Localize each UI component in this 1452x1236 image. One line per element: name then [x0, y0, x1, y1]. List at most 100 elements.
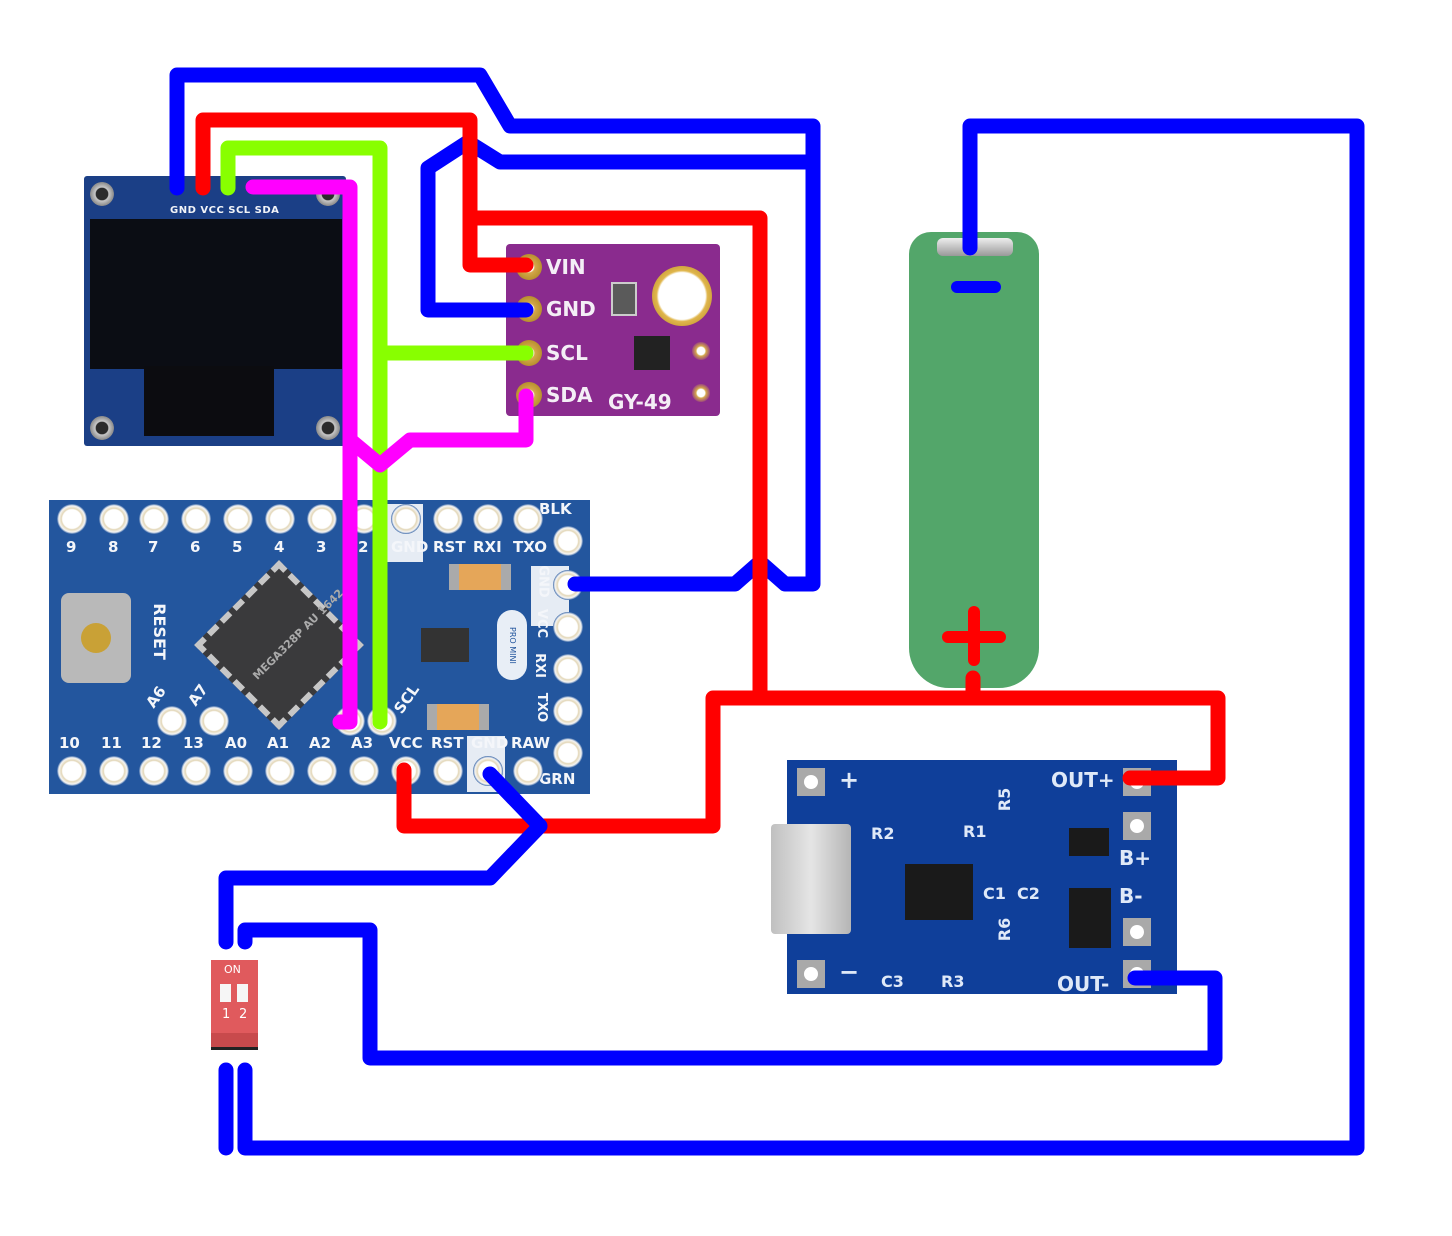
mosfet-ic [1069, 888, 1111, 948]
dip-toggle-1[interactable] [220, 984, 231, 1002]
pin-bottom-rst [433, 756, 463, 786]
pin-label-bottom-a2: A2 [309, 734, 332, 752]
pin-label-top-8: 8 [108, 538, 119, 556]
pin-top-5 [223, 504, 253, 534]
pin-label-top-rxi: RXI [473, 538, 502, 556]
dip-power-switch[interactable]: ON 1 2 [211, 960, 258, 1050]
pin-bottom-vcc [391, 756, 421, 786]
label-c3: C3 [881, 972, 904, 991]
pin-label-top-4: 4 [274, 538, 285, 556]
pin-label-top-gnd: GND [391, 538, 429, 556]
pin-top-2 [349, 504, 379, 534]
gy49-label-scl: SCL [546, 341, 588, 365]
mount-hole [90, 416, 114, 440]
label-in-plus: + [839, 766, 860, 794]
pin-label-top-7: 7 [148, 538, 159, 556]
via-pad [692, 384, 710, 402]
pin-label-bottom-10: 10 [59, 734, 80, 752]
gy49-pin-sda [516, 382, 542, 408]
pad-b-minus [1123, 918, 1151, 946]
pin-bottom-11 [99, 756, 129, 786]
protection-ic [1069, 828, 1109, 856]
pin-right-blk [553, 526, 583, 556]
tantalum-capacitor [427, 704, 489, 730]
pin-a6 [157, 706, 187, 736]
pin-right-txo [553, 696, 583, 726]
pin-a4-sda [335, 706, 365, 736]
pin-label-bottom-a1: A1 [267, 734, 290, 752]
gy49-label-gnd: GND [546, 297, 596, 321]
label-blk: BLK [539, 500, 572, 518]
label-a7: A7 [184, 680, 212, 710]
dip-toggle-2[interactable] [237, 984, 248, 1002]
voltage-regulator [421, 628, 469, 662]
pin-label-bottom-a0: A0 [225, 734, 248, 752]
reset-button-cap [81, 623, 111, 653]
pin-bottom-a3 [349, 756, 379, 786]
dip-on-label: ON [224, 963, 241, 976]
capacitor [611, 282, 637, 316]
pin-label-right-txo: TXO [534, 692, 550, 723]
pin-bottom-raw [513, 756, 543, 786]
pin-top-4 [265, 504, 295, 534]
pad-out-plus [1123, 768, 1151, 796]
pin-label-top-3: 3 [316, 538, 327, 556]
dip-base [211, 1033, 258, 1050]
sensor-chip [634, 336, 670, 370]
pin-top-rst [433, 504, 463, 534]
label-r3: R3 [941, 972, 965, 991]
pin-top-9 [57, 504, 87, 534]
gy49-label-sda: SDA [546, 383, 593, 407]
label-in-minus: − [839, 958, 860, 986]
label-c1: C1 [983, 884, 1006, 903]
pad-b-plus [1123, 812, 1151, 840]
pin-top-rxi [473, 504, 503, 534]
label-out-minus: OUT- [1057, 972, 1110, 996]
pin-right-rxi [553, 654, 583, 684]
via-pad [692, 342, 710, 360]
label-r1: R1 [963, 822, 987, 841]
pin-top-gnd [391, 504, 421, 534]
pin-a7 [199, 706, 229, 736]
label-r2: R2 [871, 824, 895, 843]
mount-hole [90, 182, 114, 206]
pin-label-top-txo: TXO [513, 538, 548, 556]
label-scl: SCL [390, 680, 424, 718]
pin-label-top-2: 2 [358, 538, 369, 556]
pin-label-bottom-11: 11 [101, 734, 122, 752]
pin-bottom-10 [57, 756, 87, 786]
tantalum-capacitor [449, 564, 511, 590]
pad-in-minus [797, 960, 825, 988]
pad-in-plus [797, 768, 825, 796]
reset-label: RESET [149, 603, 169, 660]
oled-pin-labels: GND VCC SCL SDA [170, 205, 280, 216]
pin-bottom-12 [139, 756, 169, 786]
pin-label-top-rst: RST [433, 538, 466, 556]
label-b-minus: B- [1119, 884, 1143, 908]
pro-mini-badge: PRO MINI [497, 610, 527, 680]
oled-screen [90, 219, 342, 369]
pin-label-right-vcc: VCC [534, 608, 550, 639]
pin-label-right-gnd: GND [535, 565, 551, 598]
dip-label-2: 2 [239, 1007, 248, 1022]
pin-label-bottom-rst: RST [431, 734, 464, 752]
pin-bottom-gnd [473, 756, 503, 786]
label-c2: C2 [1017, 884, 1040, 903]
gy49-pin-vin [516, 254, 542, 280]
oled-display: GND VCC SCL SDA [84, 176, 346, 446]
micro-usb-port [771, 824, 851, 934]
light-sensor [652, 266, 712, 326]
pin-label-top-6: 6 [190, 538, 201, 556]
tp4056-charger-board: + − OUT+ B+ B- OUT- R2 R1 R5 C1 C2 R6 C3… [771, 760, 1177, 996]
pin-right-grn [553, 738, 583, 768]
pin-label-top-9: 9 [66, 538, 77, 556]
pin-right-gnd [553, 570, 583, 600]
pin-a5-scl [367, 706, 397, 736]
pin-bottom-a2 [307, 756, 337, 786]
pin-top-8 [99, 504, 129, 534]
charger-ic [905, 864, 973, 920]
pin-bottom-a0 [223, 756, 253, 786]
pin-label-bottom-a3: A3 [351, 734, 374, 752]
gy49-sensor-board: VIN GND SCL SDA GY-49 [506, 244, 720, 416]
